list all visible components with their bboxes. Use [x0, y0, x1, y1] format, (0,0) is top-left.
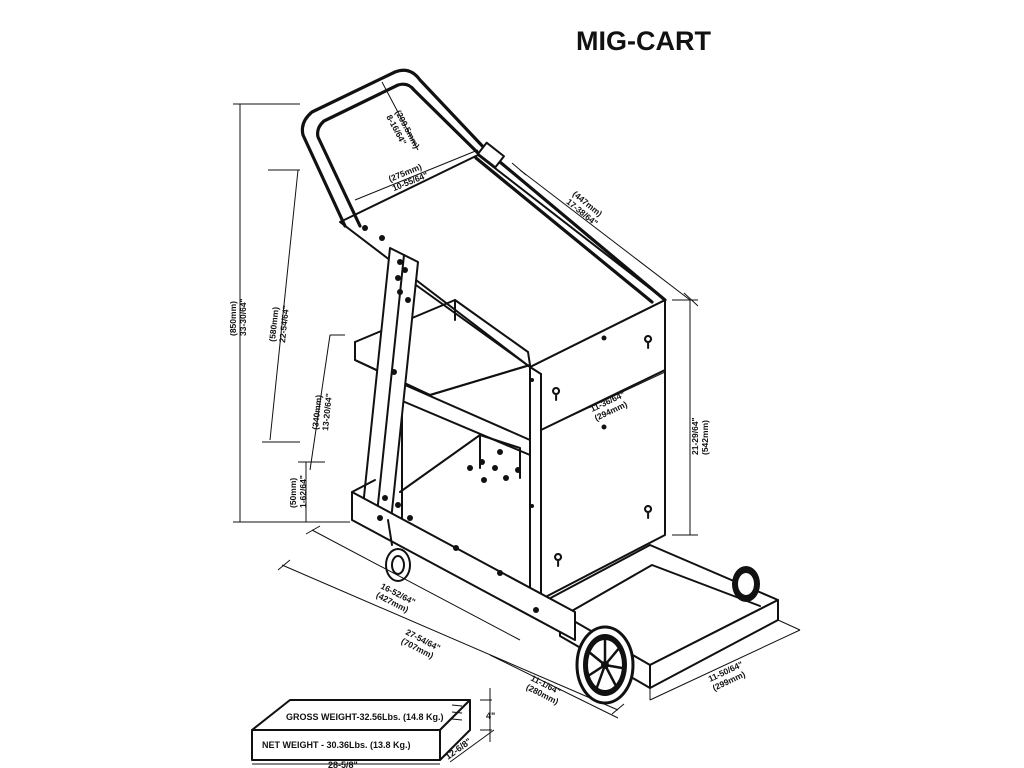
dim-overall-height-mm: (850mm) — [228, 301, 238, 336]
shipping-box: GROSS WEIGHT-32.56Lbs. (14.8 Kg.) NET WE… — [251, 688, 495, 768]
bolts — [362, 225, 539, 613]
caster-wheel — [385, 519, 411, 582]
dim-base-height-mm: (50mm) — [288, 478, 298, 508]
dim-shelf-height-mm: (340mm) — [310, 394, 324, 430]
box-height-label: 4" — [486, 711, 495, 721]
dim-cabinet-height-mm: (542mm) — [700, 420, 710, 455]
dim-tray-height-in: 22-54/64" — [277, 305, 291, 343]
cart-body — [300, 68, 779, 705]
dimension-lines — [233, 81, 801, 719]
keyhole-slots — [552, 335, 653, 567]
net-weight-label: NET WEIGHT - 30.36Lbs. (13.8 Kg.) — [262, 740, 411, 750]
box-length-label: 28-5/8" — [328, 760, 358, 768]
rear-wheel — [732, 566, 760, 602]
dim-overall-height-in: 33-30/64" — [238, 298, 248, 336]
dim-tray-height-mm: (580mm) — [267, 306, 281, 342]
dim-base-height-in: 1-62/64" — [298, 475, 308, 508]
large-wheel — [575, 625, 635, 705]
gross-weight-label: GROSS WEIGHT-32.56Lbs. (14.8 Kg.) — [286, 712, 444, 722]
page-title: MIG-CART — [576, 26, 711, 56]
dim-cabinet-height-in: 21-29/64" — [690, 417, 700, 455]
dim-shelf-height-in: 13-20/64" — [320, 393, 334, 431]
